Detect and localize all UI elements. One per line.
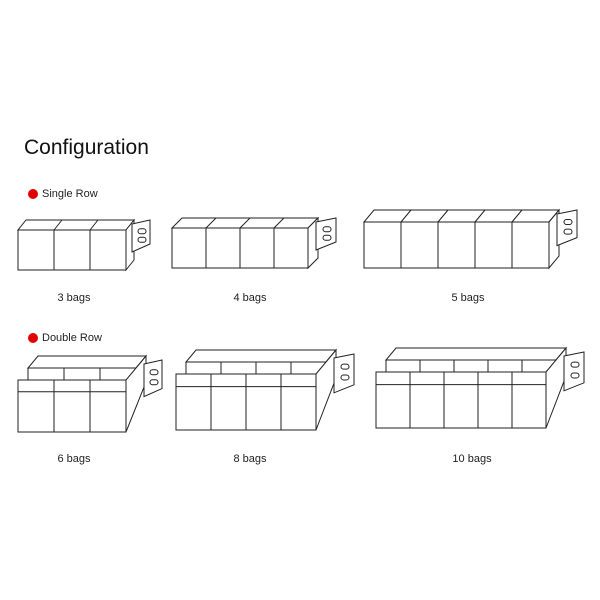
rack-top-face bbox=[16, 219, 136, 231]
cell-divider bbox=[53, 219, 63, 231]
front-bag-cell bbox=[17, 229, 55, 271]
handle-tab bbox=[131, 219, 151, 253]
cell-divider bbox=[400, 209, 412, 223]
bag-rack-diagram-3-bags bbox=[16, 218, 151, 272]
handle-slot bbox=[563, 228, 573, 235]
rack-top-face bbox=[384, 347, 568, 361]
section-label-text: Double Row bbox=[42, 332, 102, 344]
front-bag-cell bbox=[375, 371, 411, 429]
handle-slot bbox=[149, 379, 159, 386]
front-bag-cell bbox=[273, 227, 309, 269]
front-bag-cell bbox=[17, 379, 55, 433]
bag-rack-diagram-8-bags bbox=[175, 348, 355, 431]
handle-slot bbox=[340, 363, 350, 370]
front-bag-cell bbox=[511, 371, 547, 429]
bag-rack-diagram-4-bags bbox=[170, 216, 337, 270]
front-bag-cell bbox=[477, 371, 513, 429]
cell-divider bbox=[437, 209, 449, 223]
caption-8-bags: 8 bags bbox=[233, 453, 267, 465]
page-title: Configuration bbox=[24, 136, 149, 159]
handle-slot bbox=[570, 361, 580, 368]
handle-slot bbox=[563, 219, 573, 226]
front-bag-cell bbox=[400, 221, 439, 269]
section-label-double-row: Double Row bbox=[28, 332, 102, 344]
section-label-single-row: Single Row bbox=[28, 188, 98, 200]
rack-top-face bbox=[184, 349, 338, 363]
red-bullet-icon bbox=[28, 189, 38, 199]
front-bag-cell bbox=[210, 373, 247, 431]
handle-tab bbox=[333, 353, 355, 394]
bag-rack-diagram-10-bags bbox=[375, 346, 585, 429]
handle-tab bbox=[563, 351, 585, 392]
caption-6-bags: 6 bags bbox=[57, 453, 91, 465]
red-bullet-icon bbox=[28, 333, 38, 343]
bag-rack-diagram-5-bags bbox=[362, 208, 578, 270]
handle-tab bbox=[315, 217, 337, 251]
caption-4-bags: 4 bags bbox=[233, 292, 267, 304]
bag-rack-diagram-6-bags bbox=[17, 354, 163, 433]
front-bag-cell bbox=[89, 379, 127, 433]
cell-divider bbox=[89, 219, 99, 231]
front-bag-cell bbox=[280, 373, 317, 431]
handle-slot bbox=[340, 374, 350, 381]
front-bag-cell bbox=[53, 229, 91, 271]
rack-top-face bbox=[26, 355, 148, 369]
caption-3-bags: 3 bags bbox=[57, 292, 91, 304]
handle-slot bbox=[322, 234, 332, 241]
handle-slot bbox=[149, 369, 159, 376]
front-bag-cell bbox=[437, 221, 476, 269]
cell-divider bbox=[205, 217, 217, 229]
cell-divider bbox=[239, 217, 251, 229]
front-bag-cell bbox=[511, 221, 550, 269]
handle-slot bbox=[137, 228, 147, 235]
front-bag-cell bbox=[443, 371, 479, 429]
section-label-text: Single Row bbox=[42, 188, 98, 200]
handle-tab bbox=[143, 359, 163, 398]
front-bag-cell bbox=[245, 373, 282, 431]
front-bag-cell bbox=[239, 227, 275, 269]
front-bag-cell bbox=[175, 373, 212, 431]
front-bag-cell bbox=[89, 229, 127, 271]
front-bag-cell bbox=[409, 371, 445, 429]
handle-slot bbox=[570, 372, 580, 379]
front-bag-cell bbox=[171, 227, 207, 269]
rack-top-face bbox=[362, 209, 561, 223]
cell-divider bbox=[273, 217, 285, 229]
front-bag-cell bbox=[363, 221, 402, 269]
front-bag-cell bbox=[205, 227, 241, 269]
handle-slot bbox=[322, 226, 332, 233]
front-bag-cell bbox=[474, 221, 513, 269]
cell-divider bbox=[511, 209, 523, 223]
handle-tab bbox=[556, 209, 578, 247]
caption-5-bags: 5 bags bbox=[451, 292, 485, 304]
caption-10-bags: 10 bags bbox=[452, 453, 492, 465]
cell-divider bbox=[474, 209, 486, 223]
handle-slot bbox=[137, 236, 147, 243]
front-bag-cell bbox=[53, 379, 91, 433]
